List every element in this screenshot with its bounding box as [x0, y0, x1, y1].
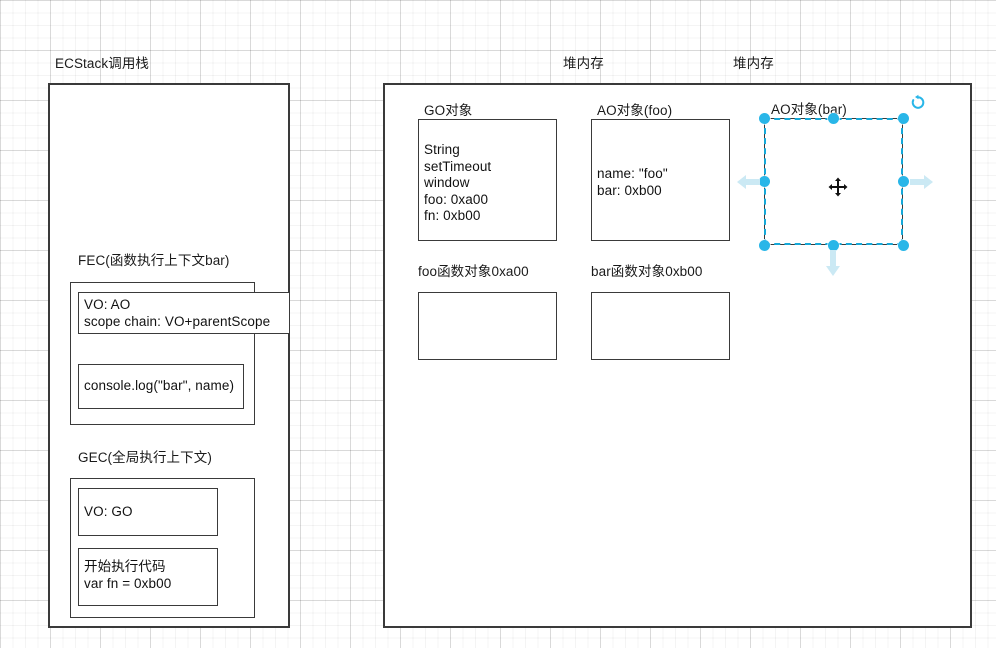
resize-handle-top-center[interactable] [828, 112, 839, 124]
rotate-handle-icon[interactable] [909, 94, 927, 112]
heap-label-second: 堆内存 [733, 56, 774, 71]
ao-foo-label: AO对象(foo) [597, 103, 673, 118]
resize-handle-middle-left[interactable] [758, 176, 770, 187]
fec-code-box[interactable]: console.log("bar", name) [78, 364, 244, 409]
gec-vo-text: VO: GO [84, 504, 133, 519]
resize-handle-top-left[interactable] [758, 112, 770, 124]
gec-code-box[interactable]: 开始执行代码 var fn = 0xb00 [78, 548, 218, 606]
fec-vo-text: VO: AO scope chain: VO+parentScope [84, 297, 271, 329]
foo-fn-object-box[interactable] [418, 292, 557, 360]
resize-handle-bottom-right[interactable] [897, 239, 909, 251]
fec-code-text: console.log("bar", name) [84, 378, 235, 393]
gec-code-text: 开始执行代码 var fn = 0xb00 [84, 559, 172, 591]
ao-foo-box[interactable]: name: "foo" bar: 0xb00 [591, 119, 730, 241]
heap-label-first: 堆内存 [563, 56, 604, 71]
go-object-text: String setTimeout window foo: 0xa00 fn: … [424, 142, 492, 223]
fec-vo-box[interactable]: VO: AO scope chain: VO+parentScope [78, 292, 290, 334]
foo-fn-object-label: foo函数对象0xa00 [418, 264, 529, 279]
go-object-box[interactable]: String setTimeout window foo: 0xa00 fn: … [418, 119, 557, 241]
resize-handle-bottom-left[interactable] [758, 239, 770, 251]
gec-label: GEC(全局执行上下文) [78, 450, 212, 465]
move-handle-icon[interactable] [828, 177, 848, 197]
fec-label: FEC(函数执行上下文bar) [78, 253, 230, 268]
go-object-label: GO对象 [424, 103, 473, 118]
ao-bar-label: AO对象(bar) [771, 102, 847, 117]
gec-vo-box[interactable]: VO: GO [78, 488, 218, 536]
bar-fn-object-label: bar函数对象0xb00 [591, 264, 703, 279]
resize-handle-middle-right[interactable] [897, 176, 909, 187]
resize-handle-top-right[interactable] [897, 112, 909, 124]
ao-foo-text: name: "foo" bar: 0xb00 [597, 166, 668, 198]
ecstack-label: ECStack调用栈 [55, 56, 150, 71]
resize-handle-bottom-center[interactable] [828, 239, 839, 251]
bar-fn-object-box[interactable] [591, 292, 730, 360]
